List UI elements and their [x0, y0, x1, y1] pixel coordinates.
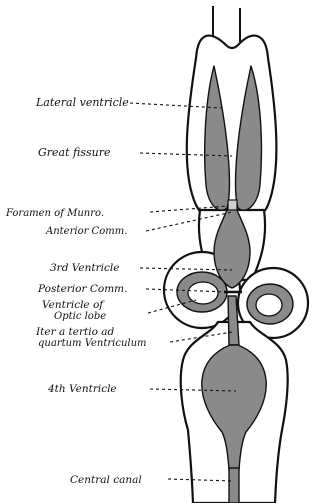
label-lateral-ventricle: Lateral ventricle	[35, 96, 129, 109]
optic-lobe-centre-right	[256, 294, 282, 316]
label-ventricle-of-optic-lobe-line2: Optic lobe	[54, 311, 106, 322]
labels: Lateral ventricle Great fissure Foramen …	[5, 96, 147, 486]
label-foramen-of-munro: Foramen of Munro.	[5, 208, 104, 219]
central-canal	[229, 468, 239, 503]
cerebral-hemispheres	[187, 36, 277, 220]
optic-lobe-centre-left	[188, 282, 218, 304]
label-iter-line1: Iter a tertio ad	[35, 326, 114, 338]
label-anterior-comm: Anterior Comm.	[45, 226, 127, 237]
label-central-canal: Central canal	[70, 474, 142, 486]
label-ventricle-of-optic-lobe-line1: Ventricle of	[42, 299, 105, 311]
anterior-commissure-mark	[228, 200, 237, 210]
label-iter-line2: quartum Ventriculum	[38, 338, 147, 349]
label-great-fissure: Great fissure	[38, 146, 111, 159]
label-posterior-comm: Posterior Comm.	[37, 283, 127, 295]
label-third-ventricle: 3rd Ventricle	[50, 262, 119, 274]
label-fourth-ventricle: 4th Ventricle	[47, 383, 117, 395]
